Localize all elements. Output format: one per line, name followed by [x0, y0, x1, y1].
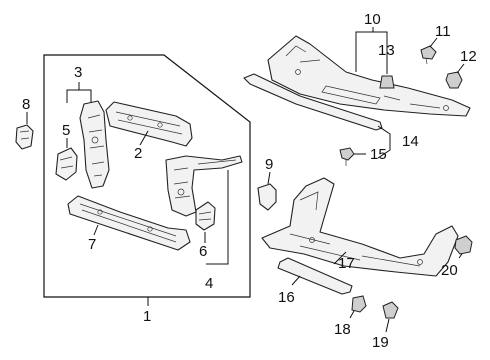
callout-18: 18: [334, 321, 351, 338]
part-15-clip: [339, 147, 355, 166]
part-5-bracket: [55, 147, 78, 181]
callout-6: 6: [199, 243, 207, 260]
part-2-upper-tie-bar: [105, 101, 193, 147]
callout-13: 13: [378, 42, 395, 59]
part-13-clip: [379, 75, 395, 89]
part-4-side-bracket: [165, 155, 243, 217]
part-8-bracket: [15, 124, 34, 150]
callout-11: 11: [435, 23, 451, 40]
callout-4: 4: [205, 275, 213, 292]
part-7-lower-tie-bar: [67, 195, 191, 251]
leader-19: [385, 318, 390, 333]
callout-3: 3: [74, 64, 82, 81]
leader-18: [349, 310, 355, 319]
callout-9: 9: [265, 156, 273, 173]
leader-20: [458, 253, 463, 259]
leader-12: [456, 63, 465, 74]
part-18-push-clip: [351, 295, 367, 313]
callout-16: 16: [278, 289, 295, 306]
callout-1: 1: [143, 308, 151, 325]
leader-17: [333, 251, 347, 265]
leader-10: [355, 31, 388, 72]
callout-12: 12: [460, 48, 477, 65]
leader-9: [267, 171, 271, 185]
leader-4: [206, 170, 229, 265]
part-20-bolt: [454, 235, 473, 255]
callout-17: 17: [338, 255, 355, 272]
callout-10: 10: [364, 11, 381, 28]
part-9-bracket: [257, 183, 277, 211]
callout-7: 7: [88, 236, 96, 253]
part-6-bracket: [195, 201, 216, 231]
callout-14: 14: [402, 133, 419, 150]
part-10-upper-cover: [267, 35, 471, 117]
part-16-trim-strip: [277, 257, 353, 295]
callout-8: 8: [22, 96, 30, 113]
part-19-push-clip: [382, 301, 399, 319]
leader-14: [377, 125, 391, 159]
leader-3: [66, 89, 92, 103]
callout-2: 2: [134, 145, 142, 162]
assembly-frame: [43, 54, 251, 298]
part-14-seal-strip: [243, 73, 383, 131]
part-11-fastener: [420, 45, 437, 65]
leader-7: [93, 224, 99, 236]
leader-16: [291, 275, 301, 286]
callout-19: 19: [372, 334, 389, 351]
callout-5: 5: [62, 122, 70, 139]
part-12-fastener: [445, 71, 463, 89]
callout-15: 15: [370, 146, 387, 163]
leader-2: [139, 130, 149, 146]
part-3-side-bracket: [79, 100, 110, 189]
callout-20: 20: [441, 262, 458, 279]
part-17-splash-shield: [261, 177, 459, 277]
leader-11: [429, 37, 438, 48]
